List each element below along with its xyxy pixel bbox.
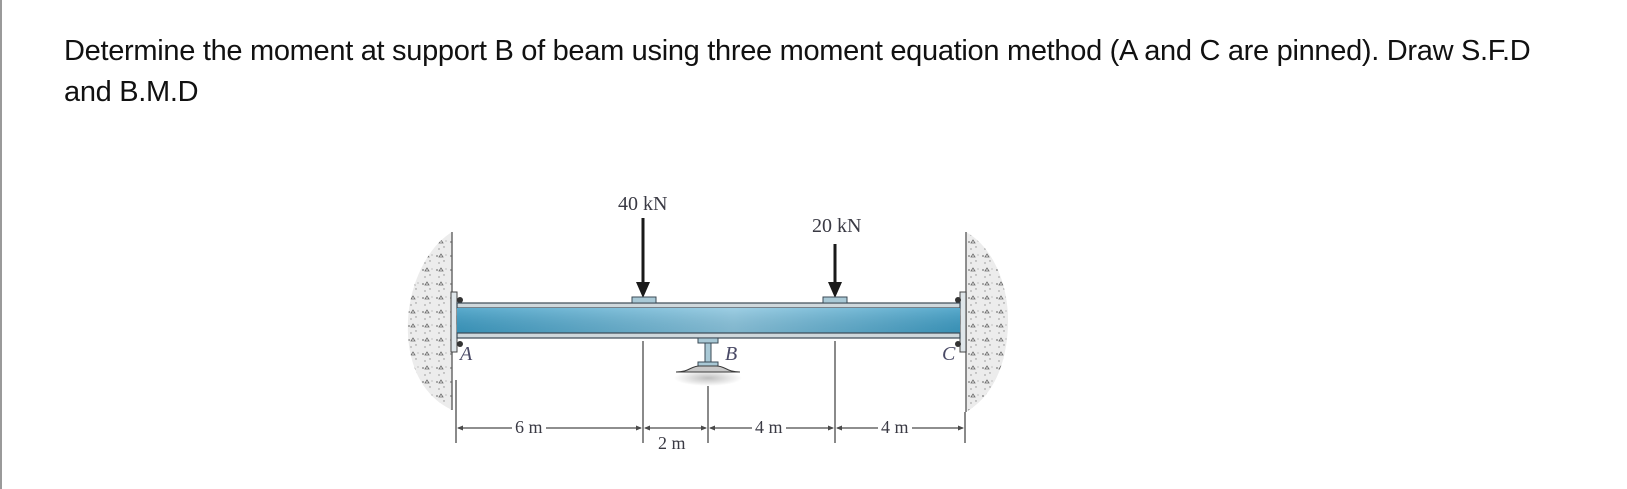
dimension-label-2m: 2 m <box>655 433 689 454</box>
dimension-label-4m-second: 4 m <box>878 417 912 438</box>
support-label-b: B <box>725 343 738 365</box>
load-arrow-40kn <box>631 218 657 304</box>
dimension-label-4m-first: 4 m <box>752 417 786 438</box>
support-b <box>674 337 742 386</box>
question-text: Determine the moment at support B of bea… <box>64 35 1531 108</box>
load-arrow-20kn <box>822 244 848 304</box>
dimension-arrowheads <box>457 425 964 431</box>
load-label-20kn: 20 kN <box>812 215 862 237</box>
dimension-label-6m: 6 m <box>512 417 546 438</box>
support-label-c: C <box>942 343 956 365</box>
page-left-border <box>0 0 2 489</box>
beam <box>456 302 961 339</box>
load-label-40kn: 40 kN <box>618 193 668 215</box>
support-label-a: A <box>460 343 473 365</box>
wall-a <box>407 232 468 410</box>
dimension-lines <box>455 341 966 443</box>
